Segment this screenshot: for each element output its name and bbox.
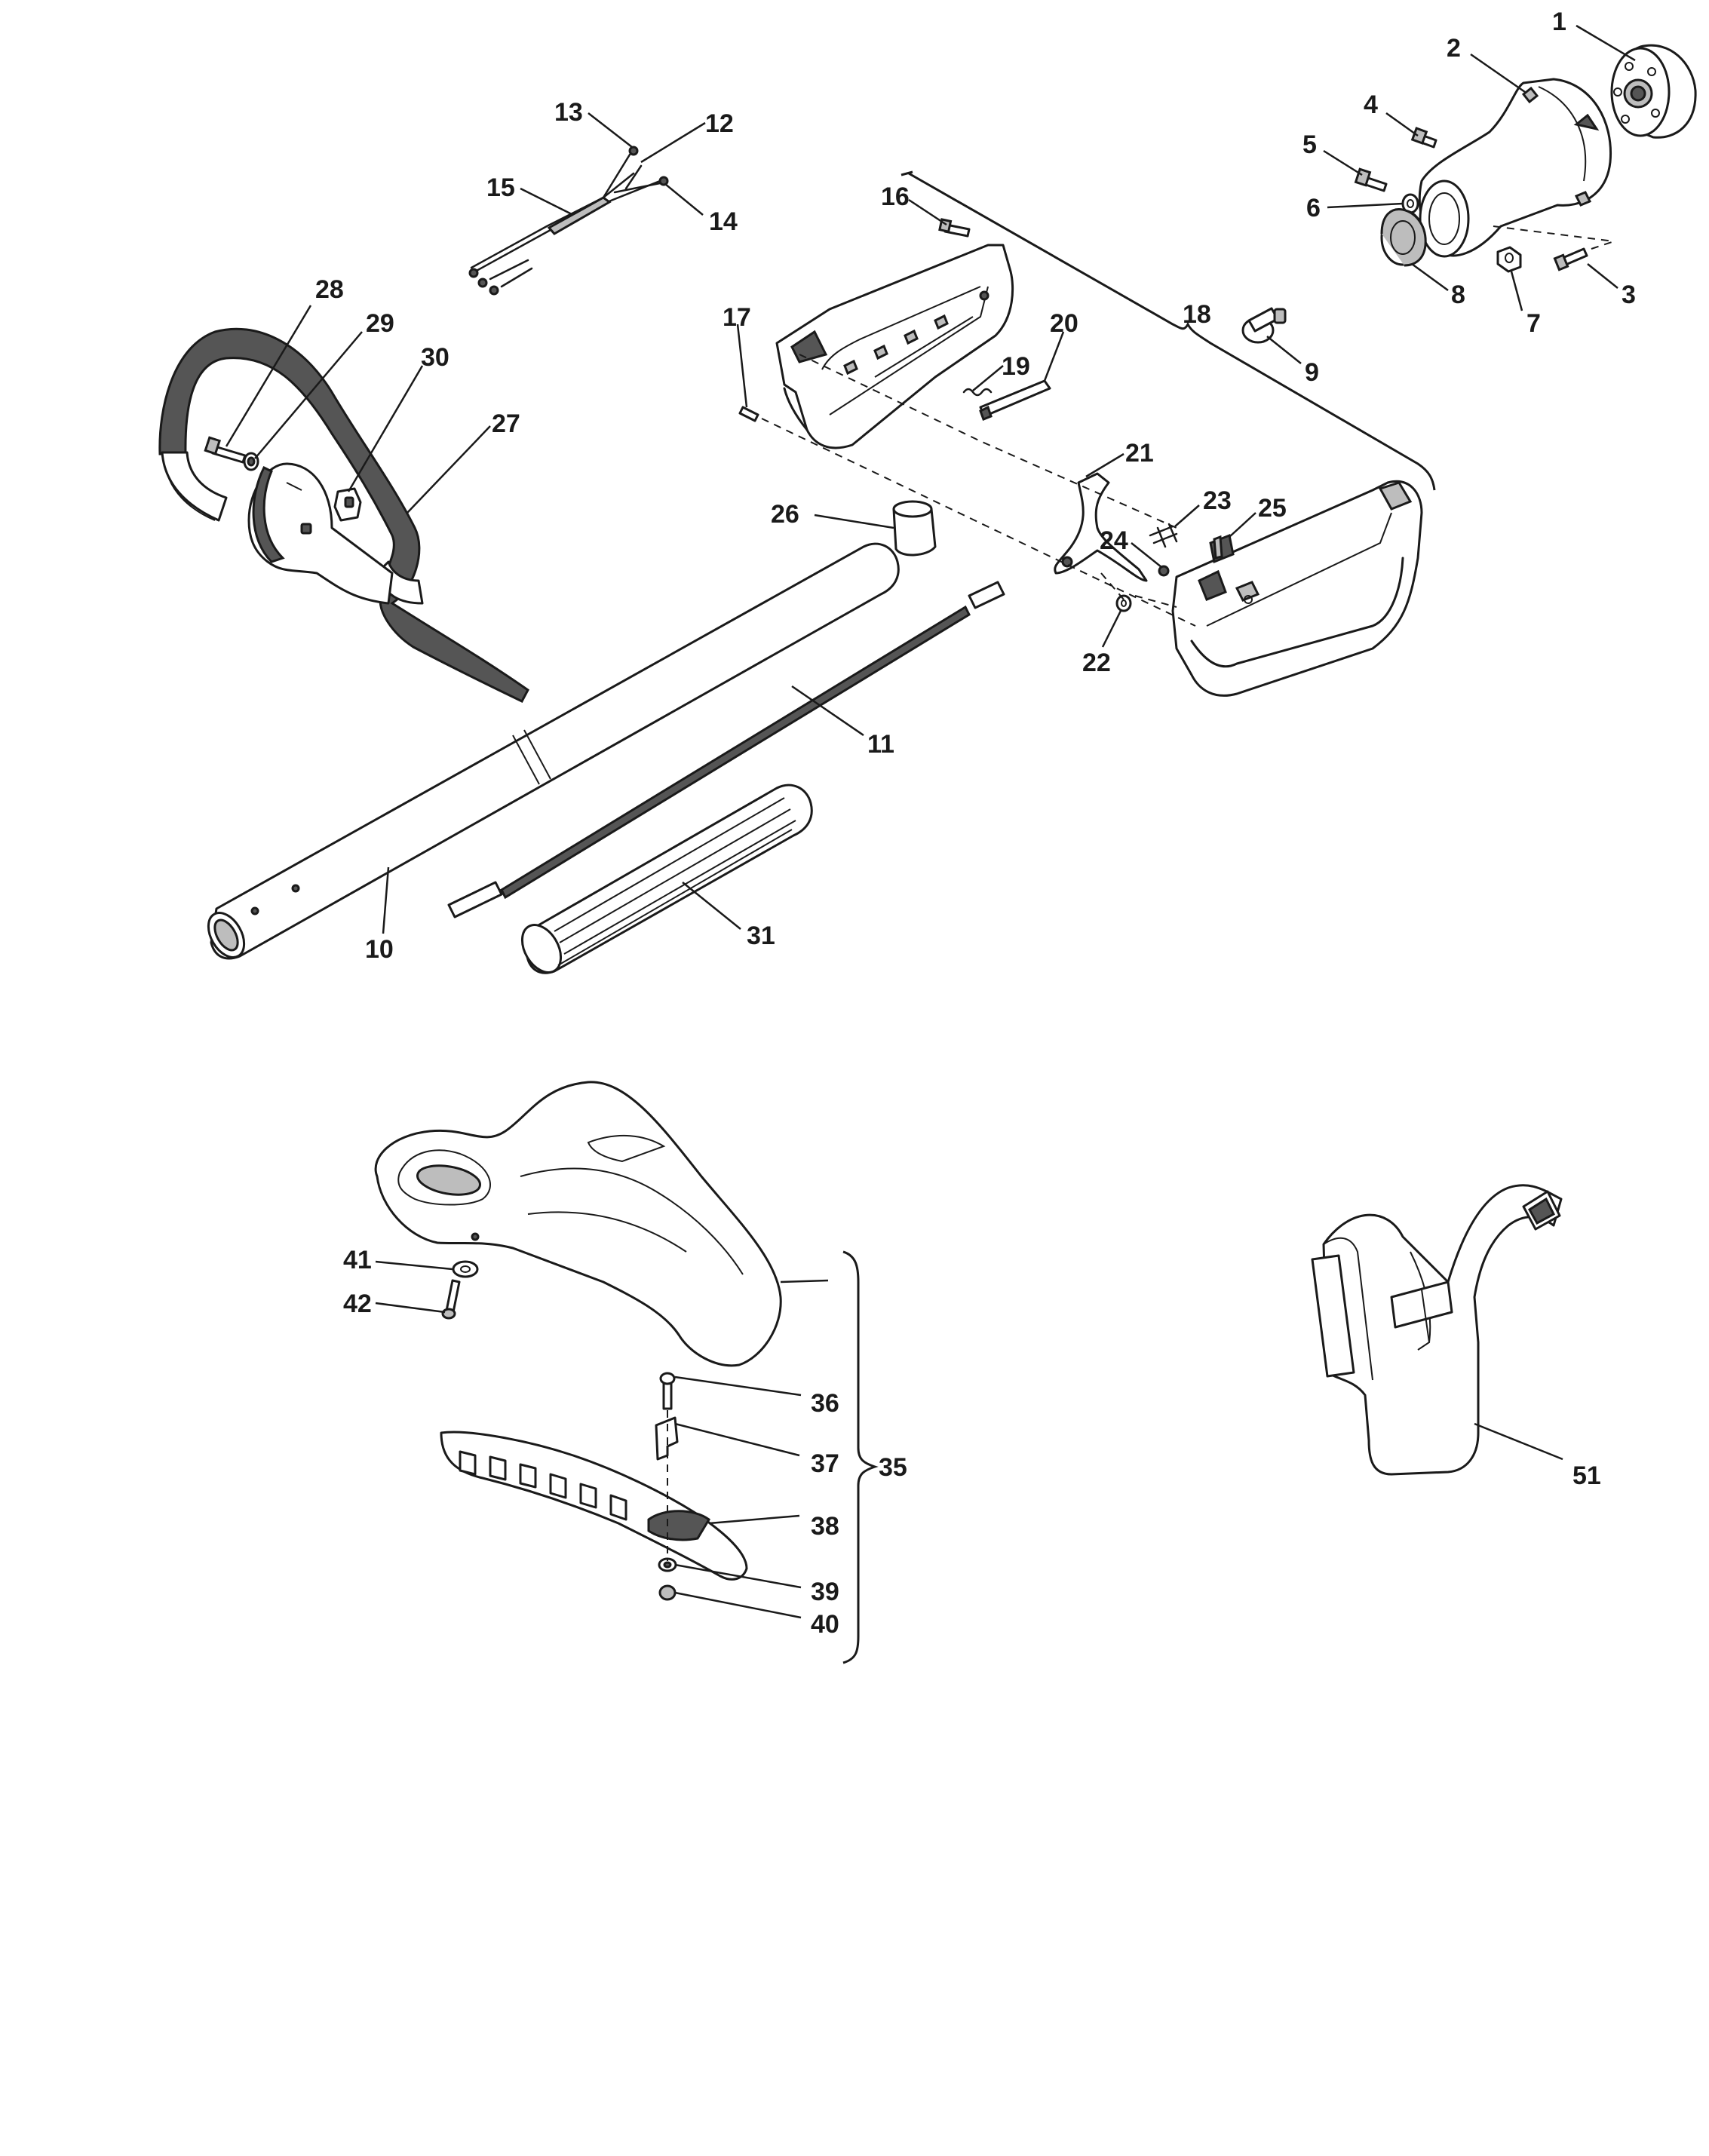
part-1-clutch-drum	[1610, 44, 1697, 139]
part-41-washer	[452, 1260, 479, 1278]
part-22-washer	[1115, 594, 1132, 612]
part-24-pin	[1158, 565, 1170, 577]
part-11-drive-shaft	[447, 581, 1005, 919]
callout-41: 41	[343, 1246, 372, 1274]
leader-lines	[225, 24, 1636, 1619]
callout-7: 7	[1526, 309, 1541, 338]
part-26-sleeve	[892, 500, 937, 557]
callout-1: 1	[1552, 8, 1566, 36]
callout-30: 30	[421, 343, 449, 372]
callout-27: 27	[492, 409, 520, 438]
callout-17: 17	[723, 303, 751, 332]
callout-35: 35	[879, 1453, 907, 1482]
part-35-grass-guard	[374, 1081, 782, 1367]
callout-37: 37	[811, 1449, 839, 1478]
part-51-shoulder-harness	[1311, 1184, 1563, 1476]
part-2-housing	[1418, 78, 1612, 258]
callout-40: 40	[811, 1610, 839, 1639]
callout-3: 3	[1622, 281, 1636, 309]
callout-28: 28	[315, 275, 344, 304]
callout-12: 12	[705, 109, 734, 138]
callout-19: 19	[1002, 352, 1030, 381]
part-36-screw	[659, 1372, 676, 1410]
part-18-upper-housing	[775, 244, 1014, 449]
callout-9: 9	[1305, 358, 1319, 387]
part-25-lock-button	[1209, 533, 1235, 564]
callout-18: 18	[1183, 300, 1211, 329]
part-10-drive-tube	[207, 542, 900, 960]
callout-24: 24	[1100, 526, 1128, 555]
callout-20: 20	[1050, 309, 1078, 338]
callout-8: 8	[1451, 281, 1465, 309]
callout-22: 22	[1082, 649, 1111, 677]
part-7-nut	[1496, 246, 1522, 273]
callout-23: 23	[1203, 486, 1232, 515]
callout-39: 39	[811, 1578, 839, 1606]
callout-labels: 1 2 3 4 5 6 7 8 9 10 11 12 13 14 15 16 1…	[315, 8, 1636, 1639]
callout-15: 15	[486, 173, 515, 202]
part-38-line-cutter	[440, 1431, 748, 1581]
callout-38: 38	[811, 1512, 839, 1541]
callout-21: 21	[1125, 439, 1154, 468]
callout-31: 31	[747, 922, 775, 950]
part-18-lower-housing	[1171, 480, 1423, 697]
part-17-screw	[738, 406, 759, 422]
callout-4: 4	[1364, 90, 1378, 119]
part-23-spring-clip	[1149, 523, 1178, 548]
part-4-screw	[1410, 127, 1437, 149]
callout-29: 29	[366, 309, 394, 338]
part-16-screw	[938, 218, 971, 238]
part-40-nut	[658, 1584, 677, 1601]
callout-5: 5	[1302, 130, 1317, 159]
part-5-screw	[1354, 167, 1388, 192]
part-30-handle-clamp	[247, 462, 394, 605]
callout-2: 2	[1447, 34, 1461, 63]
part-20-trigger-rod	[979, 379, 1051, 421]
callout-25: 25	[1258, 494, 1287, 523]
callout-10: 10	[365, 935, 394, 964]
part-15-wire-harness	[468, 146, 669, 296]
part-19-spring	[962, 388, 993, 397]
part-8-bearing	[1380, 207, 1427, 267]
callout-42: 42	[343, 1290, 372, 1318]
part-42-screw	[441, 1279, 461, 1320]
callout-16: 16	[881, 182, 910, 211]
part-9-spindle	[1241, 307, 1287, 344]
callout-11: 11	[867, 730, 894, 759]
part-18-group-frame	[908, 172, 1436, 491]
part-28-screw	[204, 436, 247, 464]
part-3-screw	[1553, 247, 1588, 271]
part-29-washer	[243, 452, 259, 471]
callout-13: 13	[554, 98, 583, 127]
callout-6: 6	[1306, 194, 1321, 222]
callout-51: 51	[1572, 1461, 1601, 1490]
part-35-group-brace	[842, 1250, 879, 1664]
part-31-foam-grip	[520, 784, 813, 974]
callout-36: 36	[811, 1389, 839, 1418]
part-39-washer	[658, 1557, 677, 1572]
part-30-nut	[333, 487, 362, 522]
callout-14: 14	[709, 207, 738, 236]
callout-26: 26	[771, 500, 799, 529]
